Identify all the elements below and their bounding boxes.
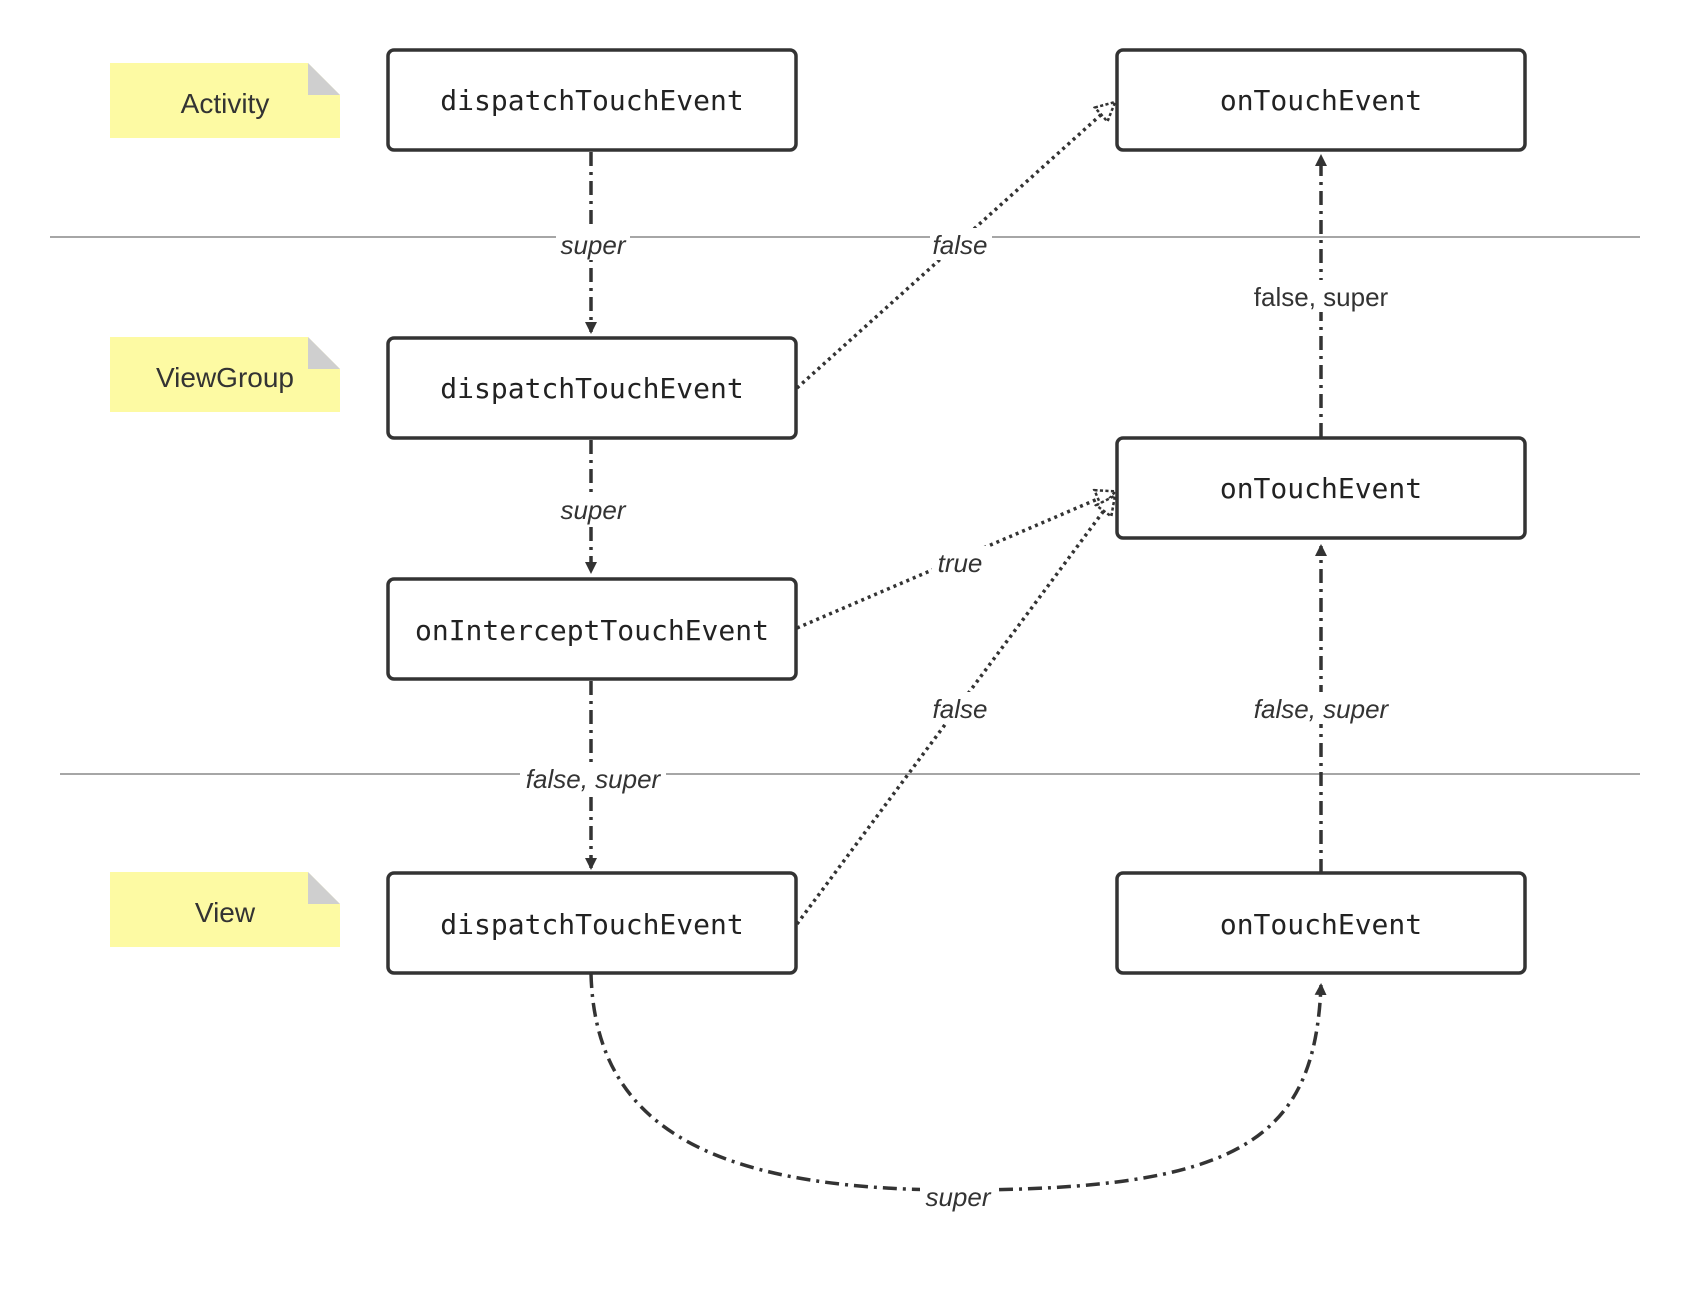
activity-dispatch-label: dispatchTouchEvent	[440, 84, 743, 117]
note-view-label: View	[195, 897, 256, 928]
view-dispatch-box[interactable]: dispatchTouchEvent	[386, 871, 798, 975]
edge-intercept-true	[796, 492, 1114, 630]
view-dispatch-label: dispatchTouchEvent	[440, 908, 743, 941]
viewgroup-dispatch-box[interactable]: dispatchTouchEvent	[386, 336, 798, 440]
edge-label-viewgroup-ontouch-up: false, super	[1254, 282, 1389, 312]
note-activity: Activity	[110, 63, 340, 138]
edge-label-view-ontouch-up: false, super	[1254, 694, 1390, 724]
note-viewgroup: ViewGroup	[110, 337, 340, 412]
note-view: View	[110, 872, 340, 947]
activity-ontouch-label: onTouchEvent	[1220, 84, 1422, 117]
activity-dispatch-box[interactable]: dispatchTouchEvent	[386, 48, 798, 152]
note-activity-label: Activity	[181, 88, 270, 119]
viewgroup-intercept-label: onInterceptTouchEvent	[415, 614, 769, 647]
edge-viewgroup-false-to-activity-ontouch	[795, 103, 1114, 390]
edge-label-view-dispatch-to-ontouch: super	[925, 1182, 991, 1212]
viewgroup-intercept-box[interactable]: onInterceptTouchEvent	[386, 577, 798, 681]
view-ontouch-box[interactable]: onTouchEvent	[1115, 871, 1527, 975]
viewgroup-dispatch-label: dispatchTouchEvent	[440, 372, 743, 405]
edge-label-viewgroup-false: false	[933, 230, 988, 260]
edge-label-viewgroup-to-intercept: super	[560, 495, 626, 525]
note-viewgroup-label: ViewGroup	[156, 362, 294, 393]
edge-view-false-to-viewgroup-ontouch	[795, 497, 1114, 926]
activity-ontouch-box[interactable]: onTouchEvent	[1115, 48, 1527, 152]
viewgroup-ontouch-box[interactable]: onTouchEvent	[1115, 436, 1527, 540]
view-ontouch-label: onTouchEvent	[1220, 908, 1422, 941]
edge-view-dispatch-to-view-ontouch	[589, 973, 1327, 1192]
edge-label-intercept-true: true	[938, 548, 983, 578]
viewgroup-ontouch-label: onTouchEvent	[1220, 472, 1422, 505]
edge-label-intercept-to-view: false, super	[526, 764, 662, 794]
edge-label-view-false: false	[933, 694, 988, 724]
edge-label-activity-to-viewgroup: super	[560, 230, 626, 260]
